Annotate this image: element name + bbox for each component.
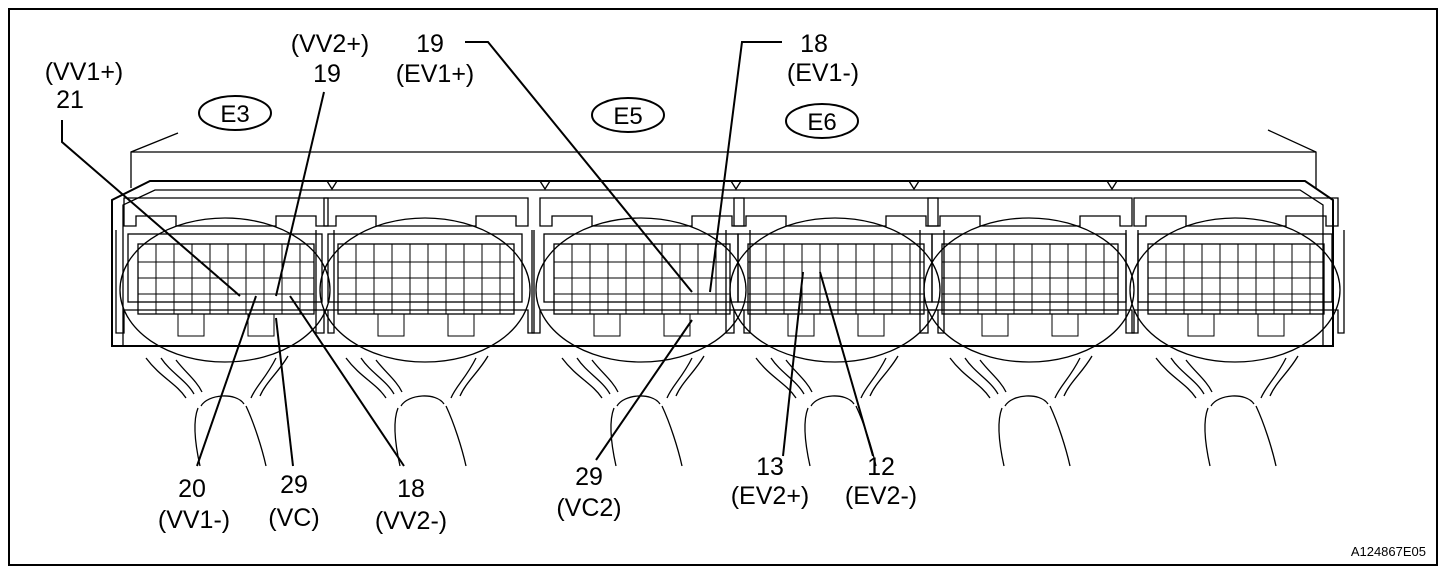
connector-block-2 (315, 197, 535, 467)
svg-text:(VV2-): (VV2-) (375, 507, 447, 535)
svg-text:(VV1+): (VV1+) (45, 58, 124, 86)
connector-block-4 (725, 197, 945, 467)
connector-id-e5: E5 (591, 97, 665, 133)
svg-text:19: 19 (313, 60, 341, 88)
ecu-body (111, 180, 1334, 347)
pin-label-13-ev2-plus: 13 (EV2+) (731, 453, 810, 510)
leader-lines (61, 41, 874, 467)
pin-label-12-ev2-minus: 12 (EV2-) (845, 453, 917, 510)
pin-label-20-vv1-minus: 20 (VV1-) (158, 475, 230, 534)
pin-label-19-ev1-plus: 19 (EV1+) (396, 30, 475, 88)
svg-text:(VC): (VC) (268, 504, 319, 532)
pin-label-29-vc: 29 (VC) (268, 471, 319, 532)
svg-text:20: 20 (178, 475, 206, 503)
svg-text:18: 18 (800, 30, 828, 58)
figure-code: A124867E05 (1351, 544, 1426, 559)
connector-block-6 (1125, 197, 1345, 467)
svg-text:19: 19 (416, 30, 444, 58)
svg-text:(VC2): (VC2) (556, 494, 621, 522)
svg-text:E6: E6 (807, 109, 836, 136)
pin-label-18-ev1-minus: 18 (EV1-) (787, 30, 859, 87)
connector-id-e3: E3 (198, 95, 272, 131)
svg-text:21: 21 (56, 86, 84, 114)
pin-label-21-vv1-plus: (VV1+) 21 (45, 58, 124, 114)
diagram-frame (8, 8, 1438, 566)
svg-text:E3: E3 (220, 101, 249, 128)
svg-text:13: 13 (756, 453, 784, 481)
svg-text:29: 29 (575, 463, 603, 491)
svg-text:(EV2+): (EV2+) (731, 482, 810, 510)
svg-text:(EV2-): (EV2-) (845, 482, 917, 510)
connector-id-e6: E6 (785, 103, 859, 139)
svg-text:E5: E5 (613, 103, 642, 130)
svg-text:(VV1-): (VV1-) (158, 506, 230, 534)
pin-label-18-vv2-minus: 18 (VV2-) (375, 475, 447, 535)
connector-block-1 (115, 197, 335, 467)
connector-brackets (130, 129, 1317, 188)
svg-text:(VV2+): (VV2+) (291, 30, 370, 58)
svg-text:18: 18 (397, 475, 425, 503)
pin-label-19-vv2-plus: (VV2+) 19 (291, 30, 370, 88)
svg-text:(EV1-): (EV1-) (787, 59, 859, 87)
pin-label-29-vc2: 29 (VC2) (556, 463, 621, 522)
connector-block-5 (919, 197, 1139, 467)
svg-text:29: 29 (280, 471, 308, 499)
svg-text:12: 12 (867, 453, 895, 481)
svg-text:(EV1+): (EV1+) (396, 60, 475, 88)
